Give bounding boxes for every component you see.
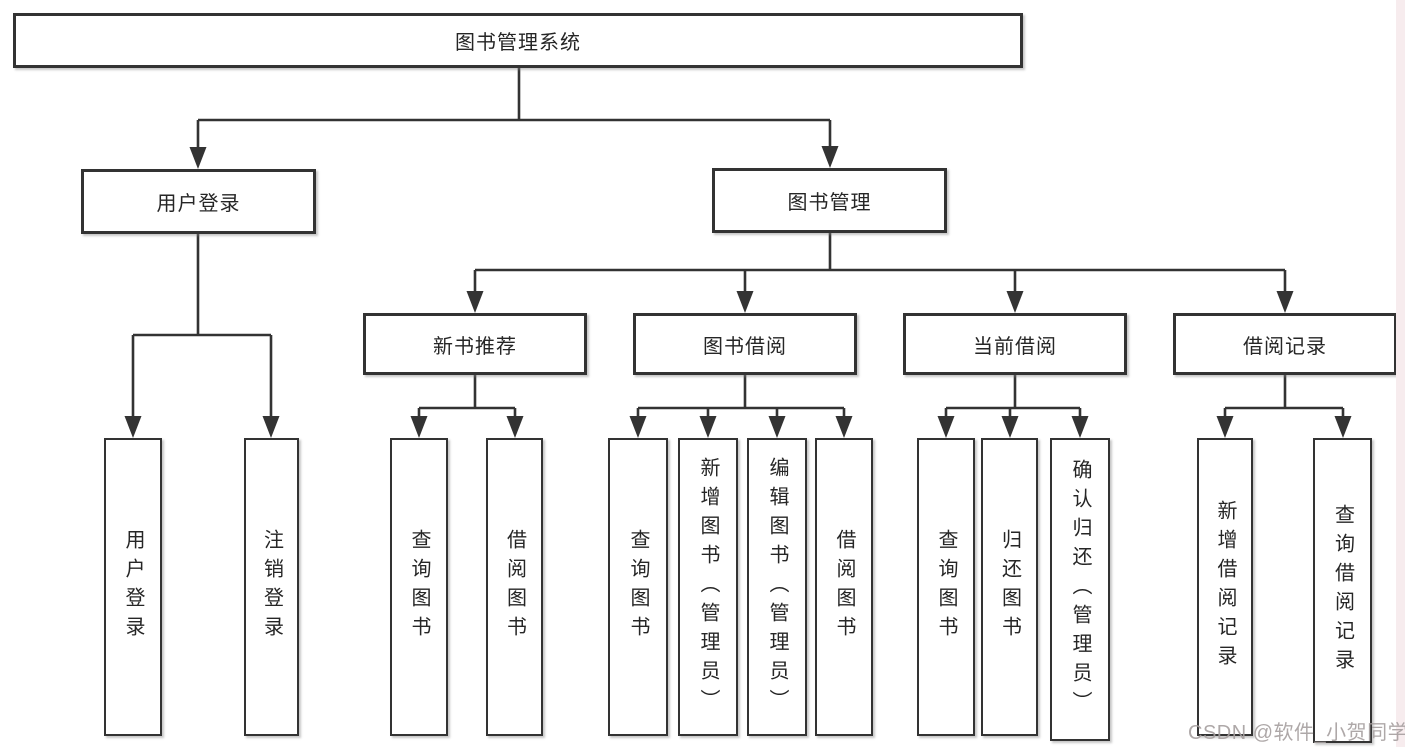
right-edge-strip bbox=[1396, 0, 1405, 747]
leaf-records-add-label: 新增借阅记录 bbox=[1214, 500, 1236, 674]
node-library-system: 图书管理系统 bbox=[13, 13, 1023, 68]
leaf-current-return-label: 归还图书 bbox=[998, 529, 1021, 645]
leaf-borrow-query: 查询图书 bbox=[608, 438, 668, 736]
leaf-newbooks-query: 查询图书 bbox=[390, 438, 448, 736]
leaf-newbooks-query-label: 查询图书 bbox=[408, 529, 430, 645]
leaf-borrow-query-label: 查询图书 bbox=[627, 529, 649, 645]
leaf-current-confirm-admin-label: 确认归还（管理员） bbox=[1069, 459, 1091, 720]
leaf-user-login: 用户登录 bbox=[104, 438, 162, 736]
leaf-newbooks-borrow-label: 借阅图书 bbox=[503, 529, 526, 645]
leaf-records-add: 新增借阅记录 bbox=[1197, 438, 1253, 736]
node-borrow-records: 借阅记录 bbox=[1173, 313, 1397, 375]
node-book-borrow: 图书借阅 bbox=[633, 313, 857, 375]
leaf-borrow-add-admin-label: 新增图书（管理员） bbox=[697, 456, 719, 718]
node-user-login: 用户登录 bbox=[81, 169, 316, 234]
csdn-watermark: CSDN @软件_小贺同学 bbox=[1188, 722, 1405, 744]
node-borrow-records-label: 借阅记录 bbox=[1243, 335, 1327, 358]
leaf-records-query-label: 查询借阅记录 bbox=[1331, 503, 1354, 678]
leaf-logout: 注销登录 bbox=[244, 438, 299, 736]
node-book-borrow-label: 图书借阅 bbox=[703, 335, 787, 358]
leaf-current-confirm-admin: 确认归还（管理员） bbox=[1050, 438, 1110, 741]
leaf-current-query-label: 查询图书 bbox=[935, 529, 957, 645]
node-new-book-recommend: 新书推荐 bbox=[363, 313, 587, 375]
leaf-borrow-borrow: 借阅图书 bbox=[815, 438, 873, 736]
node-library-system-label: 图书管理系统 bbox=[455, 32, 581, 54]
node-user-login-label: 用户登录 bbox=[156, 193, 241, 215]
leaf-records-query: 查询借阅记录 bbox=[1313, 438, 1372, 743]
leaf-borrow-borrow-label: 借阅图书 bbox=[833, 529, 855, 645]
leaf-borrow-edit-admin-label: 编辑图书（管理员） bbox=[766, 456, 788, 718]
leaf-borrow-edit-admin: 编辑图书（管理员） bbox=[747, 438, 807, 736]
leaf-borrow-add-admin: 新增图书（管理员） bbox=[678, 438, 738, 736]
node-book-management-label: 图书管理 bbox=[787, 192, 872, 214]
leaf-current-query: 查询图书 bbox=[917, 438, 975, 736]
node-current-borrow-label: 当前借阅 bbox=[973, 335, 1057, 358]
leaf-current-return: 归还图书 bbox=[981, 438, 1038, 736]
leaf-user-login-label: 用户登录 bbox=[122, 529, 144, 645]
node-new-book-recommend-label: 新书推荐 bbox=[433, 335, 517, 358]
leaf-logout-label: 注销登录 bbox=[260, 529, 283, 645]
leaf-newbooks-borrow: 借阅图书 bbox=[486, 438, 543, 736]
node-book-management: 图书管理 bbox=[712, 168, 947, 233]
node-current-borrow: 当前借阅 bbox=[903, 313, 1127, 375]
